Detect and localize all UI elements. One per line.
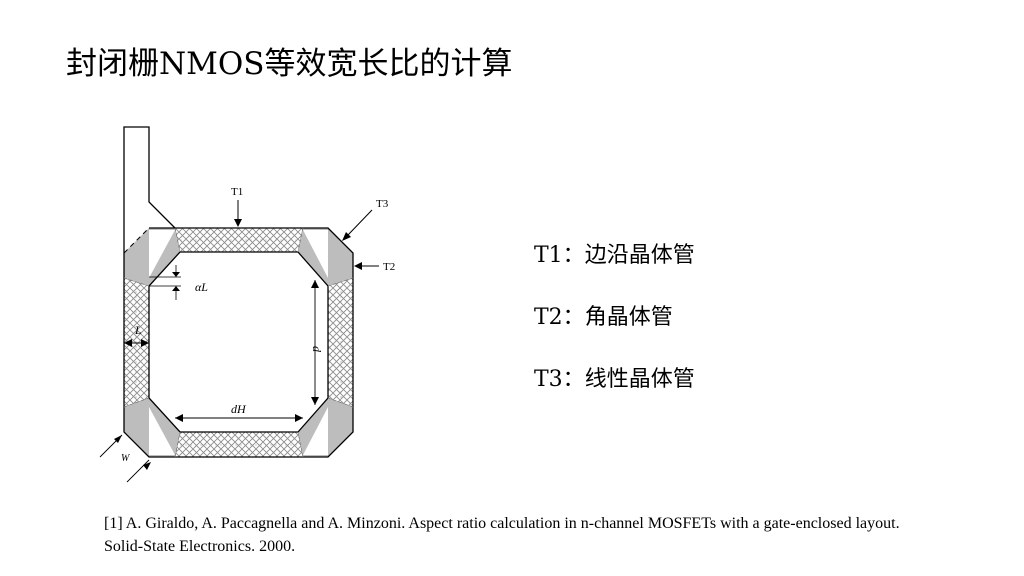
arrow-t1 [234, 219, 242, 227]
arrow-w-bottom [143, 462, 151, 470]
label-t2: T2 [383, 261, 395, 273]
legend-key: T1 [534, 243, 563, 268]
dashed-boundary [123, 227, 150, 254]
dashed-gate-boundaries [123, 227, 354, 458]
arrow-d-top [311, 280, 319, 288]
label-dh: dH [231, 402, 247, 416]
legend-sep: ： [562, 305, 585, 330]
legend-sep: ： [562, 367, 585, 392]
gate-region-right [327, 277, 354, 408]
label-alpha-l: αL [195, 280, 208, 294]
arrow-dh-left [175, 414, 183, 422]
corner-notch-bottom-right [303, 407, 328, 455]
corner-notch-bottom-left [149, 407, 175, 455]
legend-item-t1: T1：边沿晶体管 [534, 240, 695, 272]
transistor-legend: T1：边沿晶体管 T2：角晶体管 T3：线性晶体管 [534, 240, 695, 426]
gate-outline-outer-2 [123, 227, 354, 458]
enclosed-gate-layout-diagram: T1 T3 T2 αL L d dH W [99, 126, 395, 483]
corner-notch-top-left [149, 230, 175, 278]
legend-item-t3: T3：线性晶体管 [534, 364, 695, 396]
arrow-l-left [124, 339, 132, 347]
gate-outline-outer [123, 126, 177, 253]
arrow-alpha-l-bottom [172, 286, 180, 291]
arrow-alpha-l-top [172, 272, 180, 277]
label-t1: T1 [231, 186, 243, 198]
legend-desc: 线性晶体管 [584, 367, 695, 392]
legend-item-t2: T2：角晶体管 [534, 302, 695, 334]
label-l: L [134, 323, 142, 337]
label-t3: T3 [376, 198, 389, 210]
dashed-centerlines [135, 239, 342, 446]
arrow-d-bottom [311, 397, 319, 405]
slide-title: 封闭栅NMOS等效宽长比的计算 [66, 46, 513, 82]
arrow-t2 [354, 262, 362, 270]
label-w: W [121, 453, 131, 464]
arrow-dh-right [295, 414, 303, 422]
arrow-l-right [141, 339, 149, 347]
legend-key: T3 [534, 367, 563, 392]
legend-sep: ： [562, 243, 585, 268]
corner-notch-top-right [303, 230, 328, 278]
gate-region-top [174, 227, 304, 253]
legend-key: T2 [534, 305, 563, 330]
label-d: d [310, 346, 324, 353]
legend-desc: 边沿晶体管 [584, 243, 695, 268]
gate-region-bottom [174, 431, 304, 458]
arrow-t3 [342, 232, 351, 241]
legend-desc: 角晶体管 [584, 305, 673, 330]
arrow-w-top [114, 435, 122, 443]
reference-citation: [1] A. Giraldo, A. Paccagnella and A. Mi… [104, 515, 900, 555]
